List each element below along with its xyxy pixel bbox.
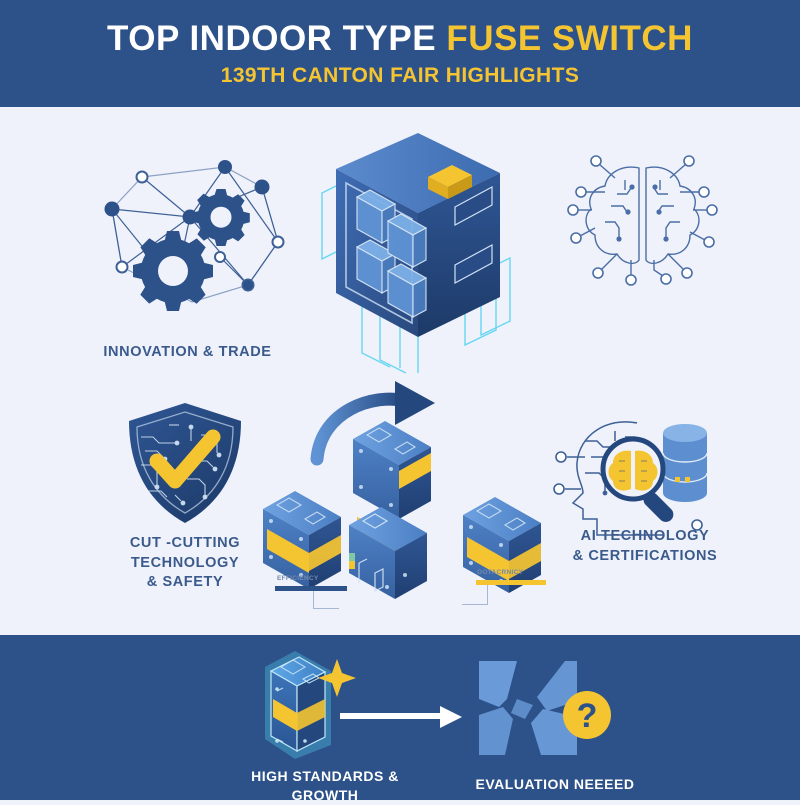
evaluation-x-icon: ? [479, 661, 611, 755]
page-title: TOP INDOOR TYPE FUSE SWITCH [107, 21, 693, 56]
footer-label-high-standards: HIGH STANDARDS & GROWTH [251, 768, 399, 803]
feature-cut-cutting-safety: CUT -CUTTING TECHNOLOGY & SAFETY [95, 399, 275, 590]
question-mark-label: ? [577, 697, 598, 735]
footer-label-evaluation: EVALUATION NEEEED [475, 776, 635, 792]
feature-label-cut-cutting-safety: CUT -CUTTING TECHNOLOGY & SAFETY [95, 534, 275, 593]
caption-line-1: CUT -CUTTING [129, 535, 241, 551]
arrow-right-icon [340, 706, 462, 728]
checkmark-icon [149, 429, 221, 489]
fuse-block-right [463, 497, 541, 593]
feature-fuse-switch-cabinet [300, 125, 535, 375]
sparkle-icon [318, 659, 356, 697]
head-magnifier-database-icon [553, 421, 708, 536]
database-icon [662, 424, 708, 502]
right-connector-line [462, 583, 488, 605]
mini-label-right: OOTACRNICY [477, 569, 524, 576]
fuse-block-left [263, 491, 341, 589]
footer-banner: HIGH STANDARDS & GROWTH ? EVALUATION NEE… [0, 635, 800, 803]
page-subtitle: 139TH CANTON FAIR HIGHLIGHTS [220, 64, 580, 87]
main-content-area: INNOVATION & TRADE [0, 107, 800, 702]
cabinet-side-vents [454, 185, 493, 285]
switchgear-cabinet-icon [321, 133, 511, 374]
shield-check-icon [129, 403, 241, 523]
curved-arrow-icon [310, 381, 435, 466]
feature-ai-brain [555, 142, 730, 292]
efficiency-underline-bar [275, 586, 347, 591]
glowing-fuse-block-icon [265, 651, 356, 759]
page-title-accent: FUSE SWITCH [446, 19, 693, 58]
ai-brain-circuit-icon [567, 155, 718, 286]
right-underline-bar [476, 580, 546, 585]
magnifier-icon [600, 436, 674, 522]
caption-line-3: & SAFETY [146, 574, 224, 591]
page-title-main: TOP INDOOR TYPE [107, 19, 447, 58]
footer-item-evaluation: ? EVALUATION NEEEED [455, 653, 655, 803]
feature-innovation-trade: INNOVATION & TRADE [80, 147, 295, 377]
network-gears-icon [104, 160, 285, 311]
footer-item-high-standards: HIGH STANDARDS & GROWTH [225, 645, 425, 803]
fuse-block-cluster: EFFICIENCY OOTACRNICY EFFICIENCY RELIABI… [255, 381, 555, 702]
fuse-block-bottom-center [349, 507, 427, 599]
question-badge [563, 691, 611, 739]
caption-line-1: AI TECHNOLOGY [580, 528, 710, 544]
header-banner: TOP INDOOR TYPE FUSE SWITCH 139TH CANTON… [0, 0, 800, 107]
cabinet-indicator-box [428, 165, 472, 199]
efficiency-connector-line [313, 587, 339, 609]
gear-large-icon [133, 231, 213, 311]
feature-label-innovation-trade: INNOVATION & TRADE [103, 344, 272, 360]
footer-arrow [340, 703, 470, 733]
fuse-blocks-group-icon [263, 381, 541, 599]
feature-label-ai-technology: AI TECHNOLOGY & CERTIFICATIONS [545, 527, 745, 566]
gear-small-icon [192, 189, 250, 246]
mini-label-efficiency: EFFICIENCY [277, 575, 319, 582]
caption-line-2: TECHNOLOGY [130, 554, 240, 571]
cabinet-internal-fuses [355, 189, 428, 318]
feature-ai-technology-certifications: AI TECHNOLOGY & CERTIFICATIONS [545, 407, 745, 587]
caption-line-2: & CERTIFICATIONS [572, 547, 718, 564]
